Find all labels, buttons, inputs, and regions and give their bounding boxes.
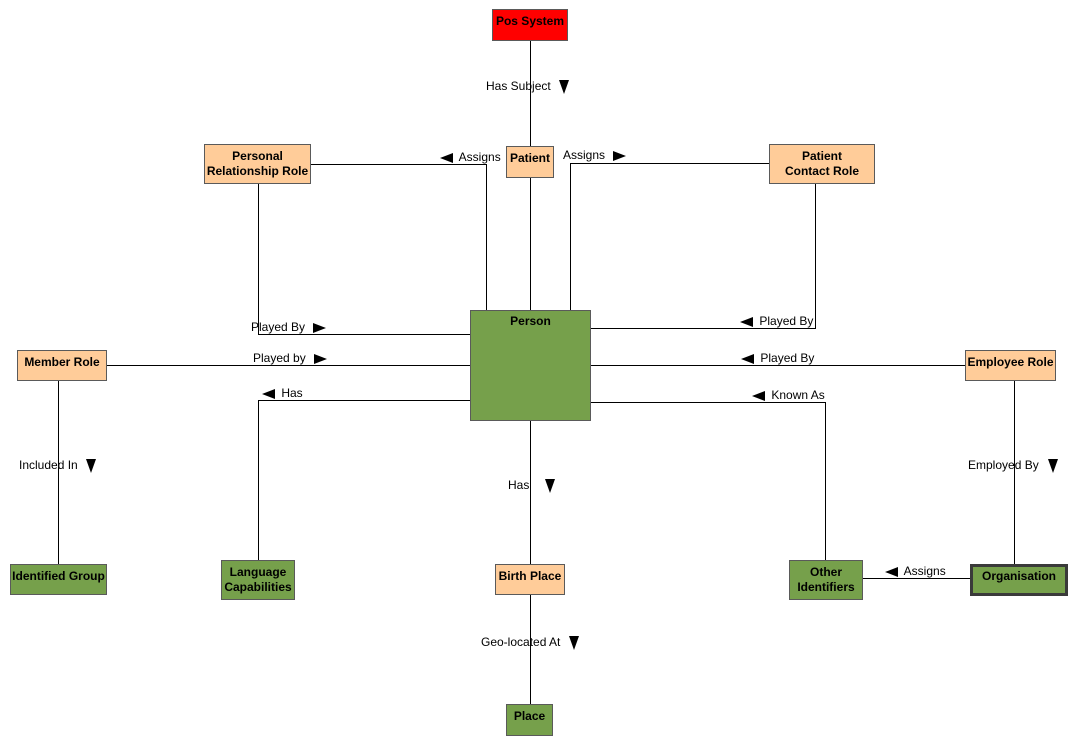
edge-label-has-language: Has — [262, 386, 303, 400]
node-language-capabilities[interactable]: Language Capabilities — [221, 560, 295, 600]
node-pos-system[interactable]: Pos System — [492, 9, 568, 41]
arrow-down-icon — [1048, 458, 1059, 473]
edge-label-known-as: Known As — [752, 388, 825, 402]
node-patient[interactable]: Patient — [506, 146, 554, 178]
node-pos-system-label: Pos System — [495, 14, 565, 28]
edge-label-has-language-text: Has — [281, 386, 303, 400]
arrow-left-icon — [885, 566, 898, 577]
node-member-role[interactable]: Member Role — [17, 350, 107, 381]
edge-pcr-assigns — [570, 163, 770, 310]
node-employee-role[interactable]: Employee Role — [965, 350, 1056, 381]
edge-label-assigns-prr: Assigns — [440, 150, 501, 164]
edge-label-played-by-pcr: Played By — [740, 314, 813, 328]
edge-label-geo-located-at-text: Geo-located At — [481, 635, 561, 649]
node-birth-place[interactable]: Birth Place — [495, 564, 565, 595]
arrow-left-icon — [741, 353, 754, 364]
node-employee-role-label: Employee Role — [967, 355, 1054, 369]
edge-label-has-birth-place-text: Has — [508, 478, 530, 492]
node-personal-relationship-role[interactable]: Personal Relationship Role — [204, 144, 311, 184]
node-place[interactable]: Place — [506, 704, 553, 736]
arrow-left-icon — [440, 152, 453, 163]
node-birth-place-label: Birth Place — [498, 569, 562, 583]
node-other-identifiers[interactable]: Other Identifiers — [789, 560, 863, 600]
edge-prr-playedby — [258, 183, 470, 335]
edge-label-included-in: Included In — [19, 458, 97, 473]
edge-label-assigns-org-text: Assigns — [903, 564, 946, 578]
node-person[interactable]: Person — [470, 310, 591, 421]
node-identified-group-label: Identified Group — [12, 569, 105, 583]
node-person-label: Person — [510, 314, 551, 328]
node-place-label: Place — [513, 709, 546, 723]
edge-label-played-by-member-text: Played by — [253, 351, 306, 365]
edge-label-has-birth-place: Has — [508, 478, 555, 493]
edge-label-has-subject: Has Subject — [486, 79, 570, 94]
arrow-left-icon — [752, 390, 765, 401]
edge-label-included-in-text: Included In — [19, 458, 78, 472]
edge-language-has — [258, 400, 470, 560]
arrow-right-icon — [613, 150, 627, 161]
edge-label-geo-located-at: Geo-located At — [481, 635, 579, 650]
arrow-down-icon — [86, 458, 97, 473]
edge-identifiers-knownas — [591, 402, 826, 560]
edge-label-played-by-employee-text: Played By — [760, 351, 815, 365]
node-patient-contact-role-label: Patient Contact Role — [784, 149, 859, 178]
edge-label-played-by-prr-text: Played By — [251, 320, 306, 334]
edge-label-played-by-member: Played by — [253, 351, 328, 365]
arrow-right-icon — [313, 322, 327, 333]
arrow-down-icon — [559, 79, 570, 94]
edge-label-assigns-pcr-text: Assigns — [563, 148, 606, 162]
edge-label-employed-by: Employed By — [968, 458, 1059, 473]
arrow-left-icon — [740, 316, 753, 327]
edge-label-assigns-org: Assigns — [885, 564, 946, 578]
node-identified-group[interactable]: Identified Group — [10, 564, 107, 595]
edge-prr-assigns — [311, 164, 487, 310]
edge-label-played-by-prr: Played By — [251, 320, 327, 334]
arrow-right-icon — [314, 353, 328, 364]
arrow-left-icon — [262, 388, 275, 399]
arrow-down-icon — [568, 635, 579, 650]
edge-label-played-by-pcr-text: Played By — [759, 314, 814, 328]
node-patient-label: Patient — [509, 151, 550, 165]
node-language-capabilities-label: Language Capabilities — [224, 565, 292, 594]
node-other-identifiers-label: Other Identifiers — [797, 565, 855, 594]
arrow-down-icon — [544, 478, 555, 493]
node-patient-contact-role[interactable]: Patient Contact Role — [769, 144, 875, 184]
node-organisation[interactable]: Organisation — [970, 564, 1068, 596]
edge-label-known-as-text: Known As — [771, 388, 825, 402]
edge-label-assigns-prr-text: Assigns — [458, 150, 501, 164]
edge-label-has-subject-text: Has Subject — [486, 79, 551, 93]
node-member-role-label: Member Role — [24, 355, 100, 369]
edge-label-played-by-employee: Played By — [741, 351, 814, 365]
edge-pcr-playedby — [591, 183, 816, 329]
node-personal-relationship-role-label: Personal Relationship Role — [206, 149, 309, 178]
edge-label-assigns-pcr: Assigns — [563, 148, 627, 162]
node-organisation-label: Organisation — [981, 569, 1056, 583]
edge-label-employed-by-text: Employed By — [968, 458, 1039, 472]
